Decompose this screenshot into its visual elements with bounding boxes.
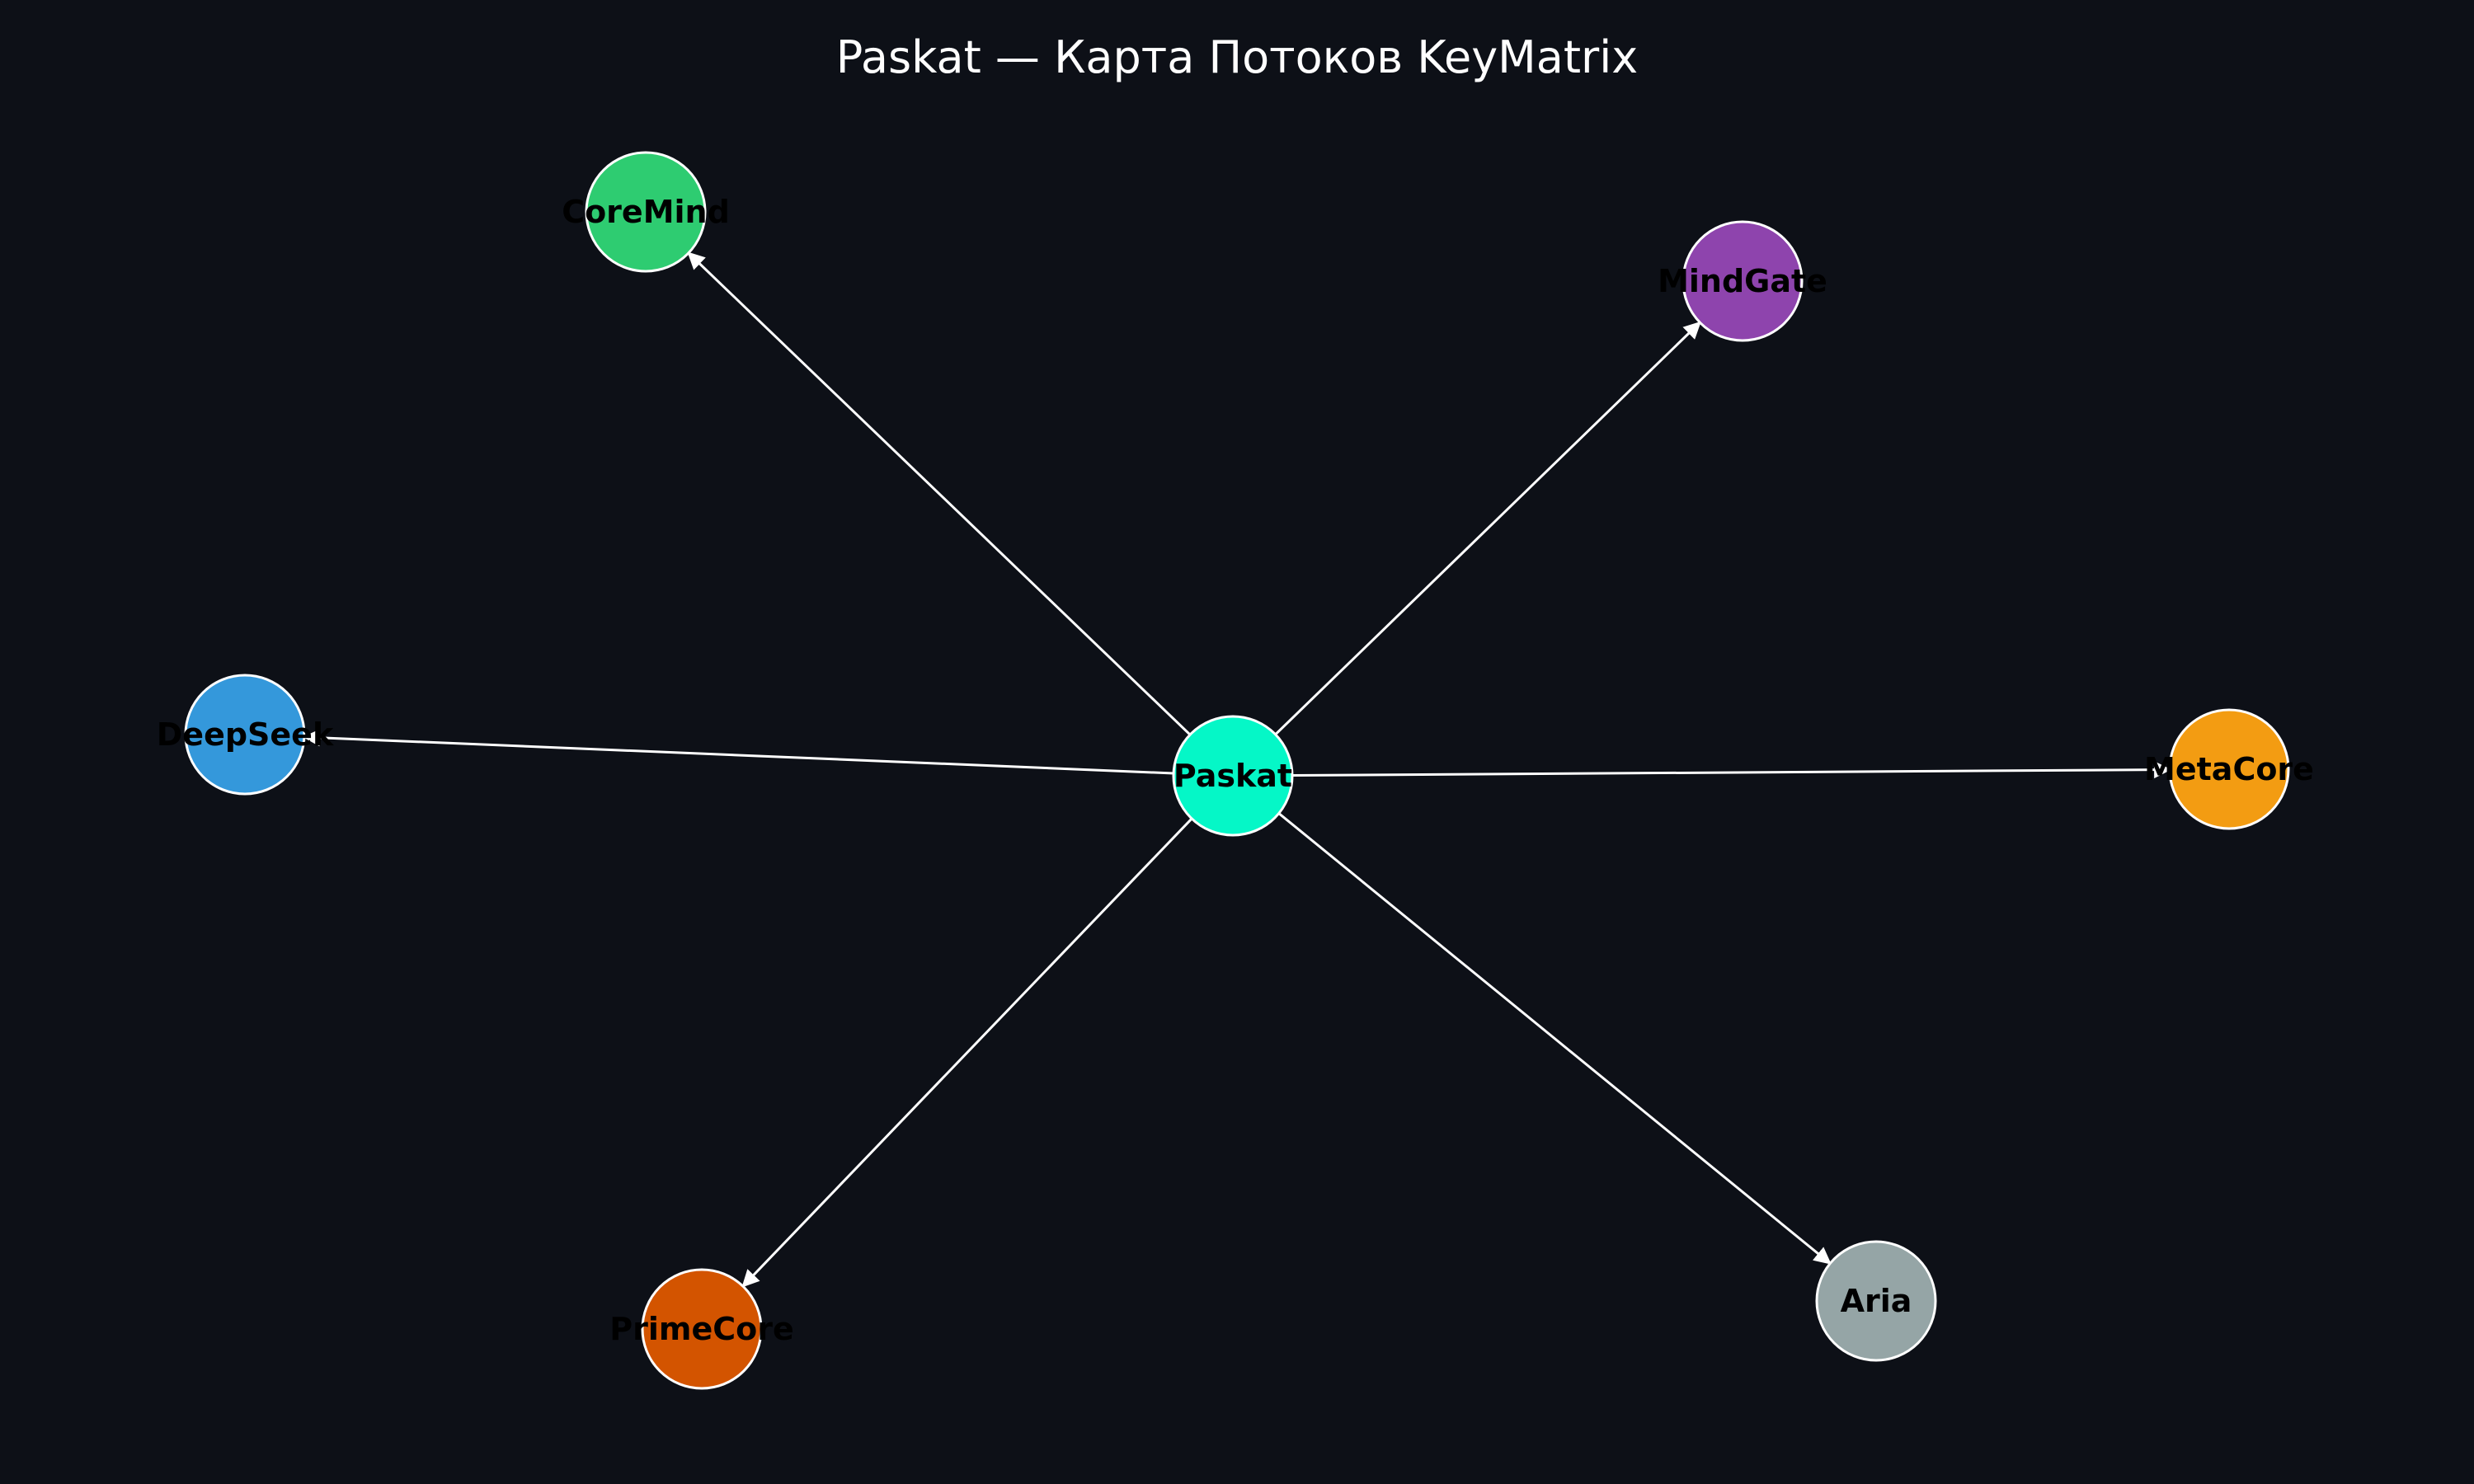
node-circle-primecore[interactable]: [641, 1268, 763, 1390]
node-circle-mindgate[interactable]: [1681, 220, 1804, 342]
node-label-aria: Aria: [1841, 1283, 1912, 1319]
node-aria[interactable]: Aria: [1815, 1240, 1937, 1362]
diagram-title: Paskat — Карта Потоков KeyMatrix: [836, 31, 1638, 83]
node-coremind[interactable]: CoreMind: [562, 151, 730, 273]
node-label-paskat: Paskat: [1174, 758, 1292, 794]
node-circle-coremind[interactable]: [585, 151, 707, 273]
node-metacore[interactable]: MetaCore: [2144, 708, 2314, 830]
edge-paskat-primecore: [741, 817, 1193, 1288]
edge-paskat-mindgate: [1274, 321, 1701, 735]
edge-paskat-coremind: [687, 251, 1192, 736]
node-circle-paskat[interactable]: [1172, 715, 1294, 837]
node-circle-deepseek[interactable]: [184, 674, 306, 796]
edge-paskat-deepseek: [302, 729, 1174, 775]
node-label-metacore: MetaCore: [2144, 751, 2314, 787]
node-label-mindgate: MindGate: [1658, 263, 1827, 299]
node-label-deepseek: DeepSeek: [157, 716, 334, 753]
node-circle-metacore[interactable]: [2168, 708, 2290, 830]
node-primecore[interactable]: PrimeCore: [609, 1268, 794, 1390]
node-circle-aria[interactable]: [1815, 1240, 1937, 1362]
node-paskat[interactable]: Paskat: [1172, 715, 1294, 837]
nodes-layer: Paskat CoreMindMindGateDeepSeekMetaCorePr…: [157, 151, 2314, 1390]
node-deepseek[interactable]: DeepSeek: [157, 674, 334, 796]
edge-paskat-aria: [1277, 812, 1832, 1265]
node-label-primecore: PrimeCore: [609, 1311, 794, 1347]
node-label-coremind: CoreMind: [562, 194, 730, 230]
edges-layer: [302, 251, 2172, 1288]
node-mindgate[interactable]: MindGate: [1658, 220, 1827, 342]
edge-paskat-metacore: [1291, 761, 2172, 779]
